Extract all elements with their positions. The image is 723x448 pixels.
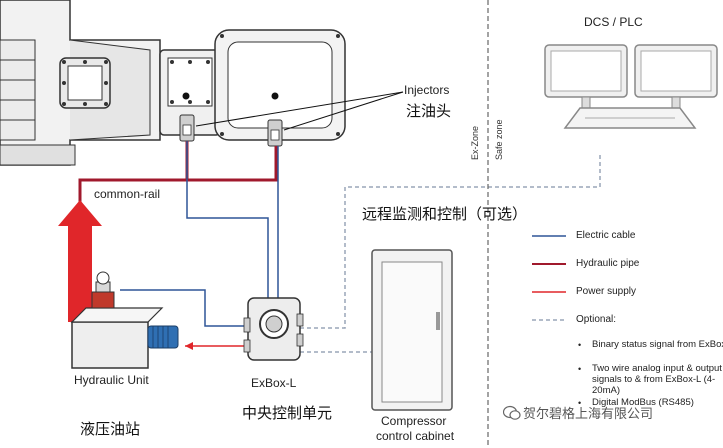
optional-item-1: Binary status signal from ExBox-L <box>592 339 723 350</box>
dcs-monitors <box>544 44 718 129</box>
legend-electric: Electric cable <box>576 230 636 241</box>
injector-callout-lines <box>195 91 404 131</box>
injector-right <box>267 119 283 147</box>
common-rail-label: common-rail <box>94 187 161 201</box>
control-cabinet-device <box>371 249 453 411</box>
compressor-cylinder-right <box>214 29 346 141</box>
hydraulic-unit-device <box>70 271 179 369</box>
injectors-cn-label: 注油头 <box>406 102 452 120</box>
wechat-icon <box>503 405 521 420</box>
bullet-3: • <box>578 398 582 408</box>
dcs-plc-label: DCS / PLC <box>584 15 643 29</box>
watermark-text: 贺尔碧格上海有限公司 <box>523 407 654 422</box>
exbox-cn-label: 中央控制单元 <box>242 404 333 422</box>
common-rail-arrow <box>58 200 102 322</box>
legend-hydraulic: Hydraulic pipe <box>576 258 640 269</box>
power-supply-line <box>185 342 248 350</box>
bullet-2: • <box>578 364 582 374</box>
optional-item-2: Two wire analog input & output signals t… <box>592 363 722 396</box>
remote-monitoring-label: 远程监测和控制（可选） <box>362 205 528 223</box>
hydraulic-unit-label: Hydraulic Unit <box>74 373 149 387</box>
cabinet-label-line2: control cabinet <box>376 429 455 443</box>
electric-cables <box>120 141 279 327</box>
optional-signal-lines <box>300 152 601 353</box>
injector-left <box>179 114 195 142</box>
optional-item-3: Digital ModBus (RS485) <box>592 397 694 408</box>
exbox-label: ExBox-L <box>251 376 297 390</box>
cabinet-label-line1: Compressor <box>381 414 447 428</box>
compressor-cylinder-left <box>0 0 161 166</box>
bullet-1: • <box>578 340 582 350</box>
legend-lines <box>532 235 566 321</box>
injectors-label: Injectors <box>404 83 450 97</box>
ex-zone-label: Ex-Zone <box>470 125 480 160</box>
legend-optional: Optional: <box>576 314 617 325</box>
hydraulic-unit-cn-label: 液压油站 <box>80 420 141 438</box>
legend-power: Power supply <box>576 286 637 297</box>
safe-zone-label: Safe zone <box>494 119 504 160</box>
exbox-device <box>243 297 304 361</box>
